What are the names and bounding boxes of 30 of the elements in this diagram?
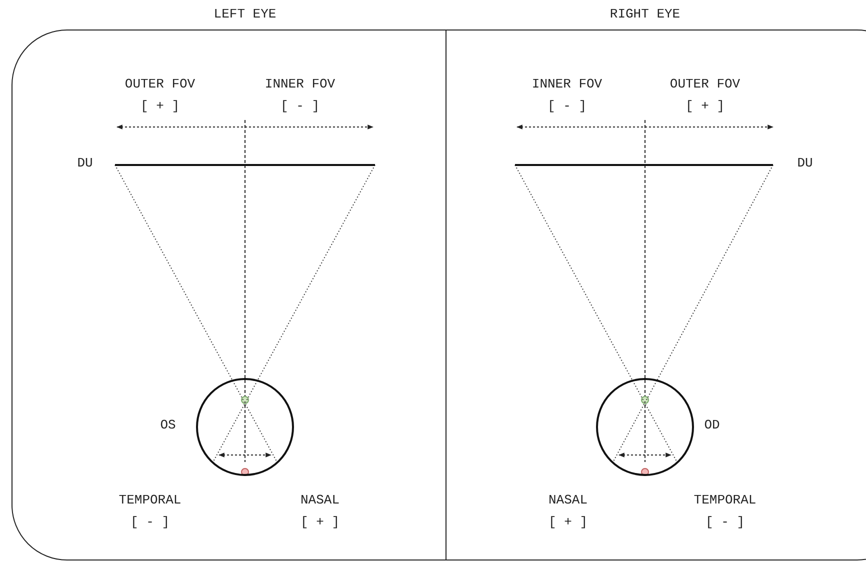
sign-label: [ - ]	[280, 98, 320, 114]
direction-label: NASAL	[300, 492, 340, 508]
direction-label: INNER FOV	[264, 76, 336, 92]
eye-label: OD	[704, 418, 720, 432]
display-label: DU	[77, 156, 93, 170]
sign-label: [ - ]	[548, 98, 586, 114]
direction-label: NASAL	[548, 492, 588, 508]
display-line	[515, 164, 773, 166]
eye-circle	[196, 378, 294, 476]
direction-label: TEMPORAL	[118, 492, 182, 508]
display-label: DU	[797, 156, 813, 170]
projection-line	[114, 164, 234, 382]
eye-circle	[596, 378, 694, 476]
direction-label: OUTER FOV	[124, 76, 196, 92]
sign-label: [ + ]	[548, 514, 588, 530]
display-line	[115, 164, 375, 166]
panel-heading: RIGHT EYE	[610, 6, 680, 22]
sign-label: [ + ]	[686, 98, 724, 114]
direction-label: OUTER FOV	[670, 76, 740, 92]
projection-line	[514, 164, 634, 382]
direction-label: TEMPORAL	[694, 492, 756, 508]
eye-label: OS	[160, 418, 176, 432]
panel-heading: LEFT EYE	[214, 6, 276, 22]
sign-label: [ - ]	[130, 514, 170, 530]
sign-label: [ + ]	[140, 98, 180, 114]
projection-line	[656, 164, 774, 381]
direction-label: INNER FOV	[532, 76, 602, 92]
sign-label: [ + ]	[300, 514, 340, 530]
projection-line	[256, 164, 376, 382]
sign-label: [ - ]	[706, 514, 744, 530]
